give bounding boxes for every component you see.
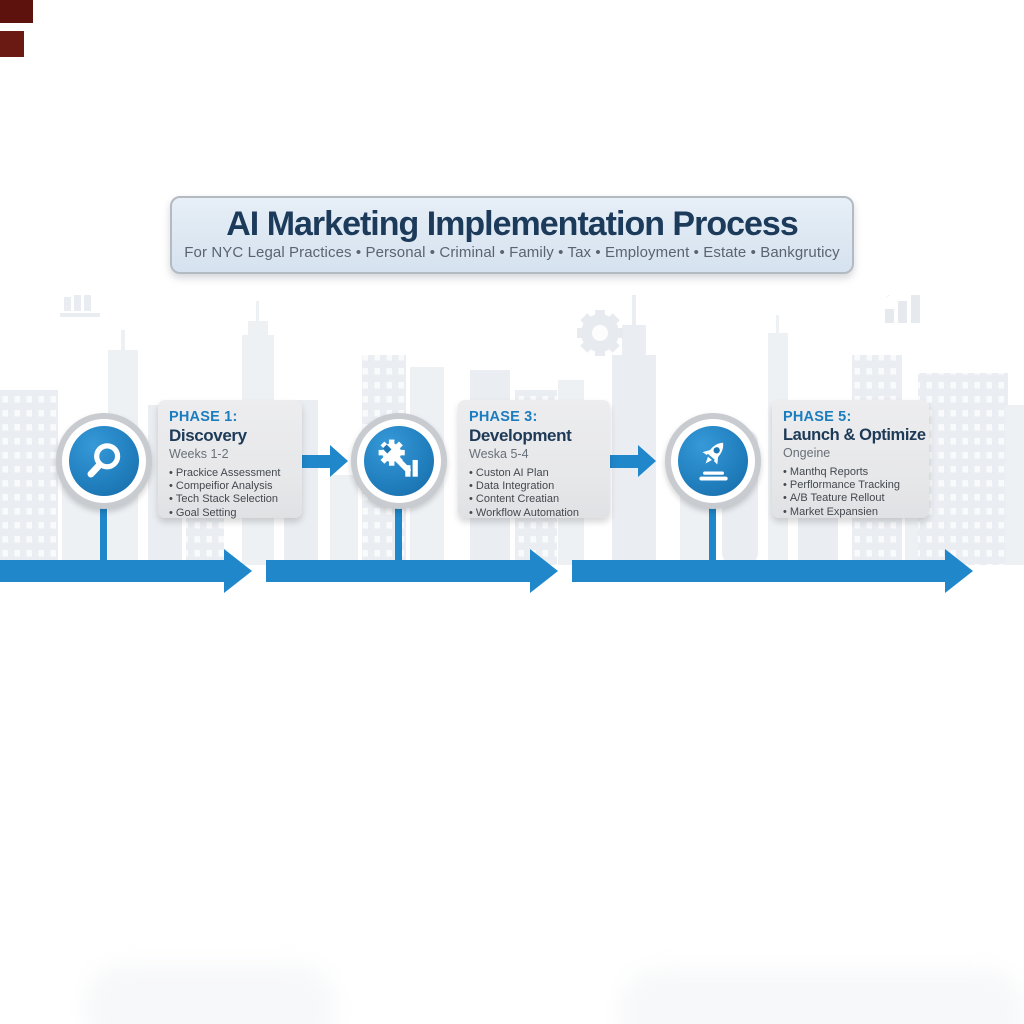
timeline-arrowhead-1 [224, 549, 252, 593]
timeline-arrowhead-2 [530, 549, 558, 593]
phase-duration: Ongeine [783, 446, 831, 460]
connector-arrow-2-shaft [609, 455, 638, 468]
bullet-item: Prackice Assessment [169, 467, 291, 480]
chart-watermark-icon [884, 295, 920, 323]
connector-arrow-2-head [638, 445, 656, 477]
timeline-segment-2 [266, 560, 530, 582]
magnifier-icon [87, 443, 121, 478]
gear-wrench-icon [378, 439, 418, 477]
phase-card-discovery: PHASE 1: Discovery Weeks 1-2 Prackice As… [158, 400, 302, 520]
phase-card-development: PHASE 3: Development Weska 5-4 Custon AI… [458, 400, 610, 520]
phase-title: Development [469, 426, 572, 445]
corner-artifact-bottom [0, 31, 24, 57]
bullet-item: Tech Stack Selection [169, 493, 291, 506]
rocket-icon [699, 442, 728, 481]
phase-label: PHASE 1: [169, 409, 238, 425]
phase-bullet-list: Manthq Reports Perflormance Tracking A/B… [783, 466, 918, 519]
bullet-item: Workflow Automation [469, 507, 599, 520]
connector-arrow-1-head [330, 445, 348, 477]
phase-title: Discovery [169, 426, 247, 445]
bullet-item: Market Expansien [783, 506, 918, 519]
phase-label: PHASE 5: [783, 409, 852, 425]
bullet-item: Goal Setting [169, 507, 291, 520]
connector-arrow-1-shaft [301, 455, 330, 468]
timeline-node-discovery [56, 413, 152, 509]
corner-artifact-top [0, 0, 33, 23]
bottom-right-watermark [620, 969, 1024, 1024]
timeline-segment-1 [0, 560, 224, 582]
phase-card-launch-optimize: PHASE 5: Launch & Optimize Ongeine Manth… [772, 400, 929, 518]
title-banner: AI Marketing Implementation Process For … [170, 196, 854, 274]
bullet-item: Content Creatian [469, 493, 599, 506]
timeline-node-launch [665, 413, 761, 509]
phase-title: Launch & Optimize [783, 426, 926, 444]
gear-watermark-icon [577, 310, 623, 356]
timeline-arrowhead-3 [945, 549, 973, 593]
node-stem-3 [709, 505, 716, 563]
phase-duration: Weska 5-4 [469, 447, 529, 461]
phase-bullet-list: Custon AI Plan Data Integration Content … [469, 467, 599, 520]
bullet-item: Data Integration [469, 480, 599, 493]
phase-label: PHASE 3: [469, 409, 538, 425]
phase-duration: Weeks 1-2 [169, 447, 229, 461]
page-subtitle: For NYC Legal Practices • Personal • Cri… [184, 244, 840, 261]
timeline-node-development [351, 413, 447, 509]
bullet-item: A/B Teature Rellout [783, 492, 918, 505]
bullet-item: Compeifior Analysis [169, 480, 291, 493]
page-title: AI Marketing Implementation Process [226, 205, 799, 243]
node-stem-1 [100, 505, 107, 563]
node-stem-2 [395, 505, 402, 563]
bullet-item: Perflormance Tracking [783, 479, 918, 492]
bullet-item: Custon AI Plan [469, 467, 599, 480]
phase-bullet-list: Prackice Assessment Compeifior Analysis … [169, 467, 291, 520]
bullet-item: Manthq Reports [783, 466, 918, 479]
bottom-left-watermark [85, 964, 335, 1024]
timeline-segment-3 [572, 560, 945, 582]
chart-watermark-left-icon [60, 295, 100, 317]
